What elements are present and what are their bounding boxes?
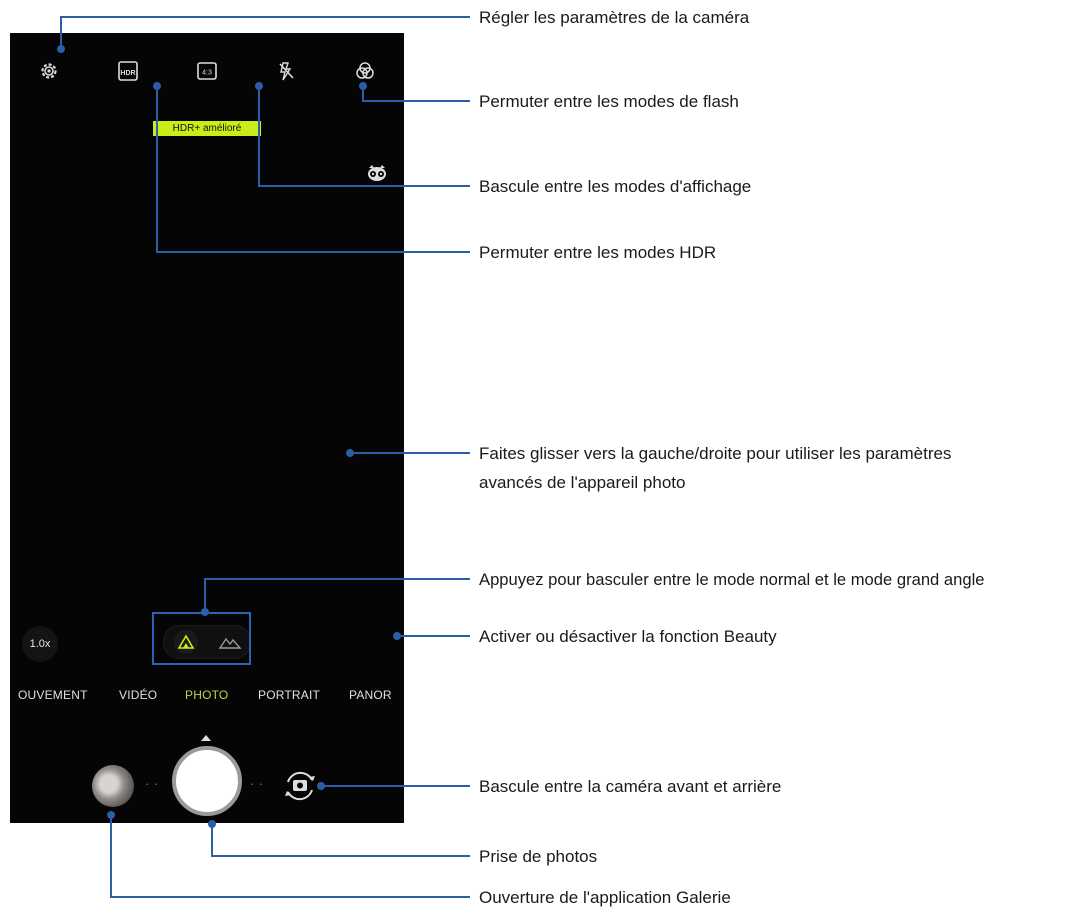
- callout-switch-camera: Bascule entre la caméra avant et arrière: [479, 777, 782, 796]
- mode-item-portrait[interactable]: PORTRAIT: [258, 688, 321, 702]
- mode-item-photo[interactable]: PHOTO: [185, 688, 229, 702]
- shutter-button[interactable]: [172, 746, 242, 816]
- separator-dots: ··: [250, 775, 268, 791]
- callout-beauty: Activer ou désactiver la fonction Beauty: [479, 627, 777, 646]
- owl-icon[interactable]: [366, 164, 388, 182]
- hdr-status-badge: HDR+ amélioré: [153, 121, 261, 136]
- gear-icon[interactable]: [37, 59, 61, 83]
- hdr-icon[interactable]: HDR: [116, 59, 140, 83]
- callout-hdr: Permuter entre les modes HDR: [479, 243, 717, 262]
- callout-swipe-line1: Faites glisser vers la gauche/droite pou…: [479, 444, 952, 463]
- callout-shutter: Prise de photos: [479, 847, 598, 866]
- aspect-ratio-icon[interactable]: 4:3: [195, 59, 219, 83]
- lens-switcher-highlight: [152, 612, 251, 665]
- gallery-thumbnail[interactable]: [92, 765, 134, 807]
- mode-item-mouvement[interactable]: OUVEMENT: [18, 688, 88, 702]
- zoom-button[interactable]: 1.0x: [22, 626, 58, 662]
- separator-dots: ··: [145, 775, 163, 791]
- wide-angle-lens-icon[interactable]: [218, 637, 242, 649]
- switch-camera-icon[interactable]: [279, 765, 321, 807]
- aspect-ratio-label: 4:3: [202, 70, 212, 77]
- callout-display: Bascule entre les modes d'affichage: [479, 177, 752, 196]
- svg-text:HDR: HDR: [120, 70, 135, 77]
- mode-item-video[interactable]: VIDÉO: [119, 688, 158, 702]
- filter-icon[interactable]: [353, 59, 377, 83]
- callout-lens: Appuyez pour basculer entre le mode norm…: [479, 570, 985, 589]
- mode-indicator-arrow: [201, 735, 211, 741]
- normal-lens-icon[interactable]: [174, 630, 198, 654]
- mode-selector[interactable]: OUVEMENT VIDÉO PHOTO PORTRAIT PANOR: [10, 688, 404, 706]
- flash-off-icon[interactable]: [274, 59, 298, 83]
- callout-gallery: Ouverture de l'application Galerie: [479, 888, 731, 907]
- mode-item-panorama[interactable]: PANOR: [349, 688, 392, 702]
- callout-swipe-line2: avancés de l'appareil photo: [479, 473, 686, 492]
- lens-switcher[interactable]: [163, 625, 251, 659]
- callout-flash: Permuter entre les modes de flash: [479, 92, 739, 111]
- callout-settings: Régler les paramètres de la caméra: [479, 8, 750, 27]
